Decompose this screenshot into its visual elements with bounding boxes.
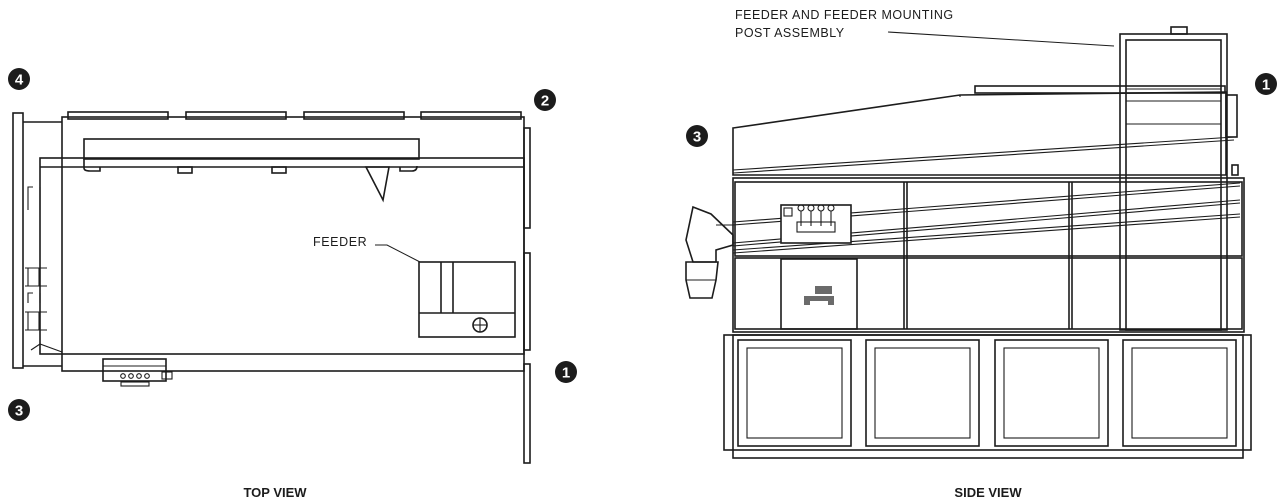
side-panel-terminal bbox=[796, 221, 836, 233]
side-feeder-assembly-label-line1: FEEDER AND FEEDER MOUNTING bbox=[735, 8, 954, 22]
top-screen-foot-right bbox=[399, 165, 418, 172]
marker-2-badge bbox=[534, 89, 556, 111]
top-left-corner-bevel bbox=[30, 343, 63, 353]
side-deck-line-1 bbox=[732, 136, 1235, 171]
side-lower-row bbox=[734, 257, 1243, 330]
side-deck-line-4 bbox=[732, 213, 1241, 251]
side-base-bay-2 bbox=[865, 339, 980, 447]
side-marker-3: 3 bbox=[686, 125, 708, 147]
side-panel-gauges bbox=[796, 204, 836, 233]
top-control-terminal bbox=[120, 381, 150, 387]
side-feeder-assembly-label-line2: POST ASSEMBLY bbox=[735, 26, 845, 40]
side-base-inner bbox=[732, 334, 1244, 459]
side-icon-leg-1 bbox=[804, 301, 810, 305]
side-discharge-hopper bbox=[685, 205, 734, 263]
side-deck-tab bbox=[1231, 164, 1239, 176]
top-inner-frame bbox=[39, 157, 525, 355]
side-access-panel bbox=[780, 258, 858, 330]
top-left-end-plate bbox=[12, 112, 24, 369]
side-base-bay-1 bbox=[737, 339, 852, 447]
top-screen-foot-left bbox=[83, 159, 101, 172]
side-panel-machine-icon bbox=[804, 286, 834, 305]
top-control-box bbox=[102, 358, 167, 382]
side-upper-deck bbox=[732, 91, 1227, 176]
side-feeder-post-cap bbox=[1170, 26, 1188, 35]
top-outer-frame bbox=[61, 116, 525, 372]
side-deck-line-4b bbox=[732, 216, 1241, 254]
side-base-bay-3-inner bbox=[1003, 347, 1100, 439]
top-bracket-1 bbox=[177, 166, 193, 174]
top-slat-4 bbox=[420, 111, 522, 120]
marker-1-badge bbox=[555, 361, 577, 383]
marker-4-badge bbox=[8, 68, 30, 90]
top-feeder-label: FEEDER bbox=[313, 235, 367, 249]
side-base-bay-4-inner bbox=[1131, 347, 1228, 439]
top-marker-1: 1 bbox=[555, 361, 577, 383]
side-base-bay-3 bbox=[994, 339, 1109, 447]
side-main-body bbox=[732, 177, 1245, 333]
side-marker-3-badge bbox=[686, 125, 708, 147]
top-marker-4: 4 bbox=[8, 68, 30, 90]
top-view-caption: TOP VIEW bbox=[243, 485, 307, 500]
top-screen-box bbox=[83, 138, 420, 160]
top-control-knob-4 bbox=[144, 373, 150, 379]
side-icon-bed bbox=[804, 296, 834, 301]
side-top-cap bbox=[974, 85, 1226, 94]
side-marker-1-number: 1 bbox=[1262, 77, 1270, 94]
marker-2-number: 2 bbox=[541, 93, 549, 110]
side-base-bay-2-inner bbox=[874, 347, 971, 439]
top-right-bar-upper bbox=[523, 127, 531, 229]
marker-3-number: 3 bbox=[15, 403, 23, 420]
top-slat-3 bbox=[303, 111, 405, 120]
top-right-bar-lower bbox=[523, 363, 531, 464]
top-left-hinge-2 bbox=[27, 292, 33, 303]
top-left-hinge-1 bbox=[27, 186, 33, 210]
top-control-knob-3 bbox=[136, 373, 142, 379]
side-panel-switch bbox=[783, 207, 793, 217]
top-right-bar-middle bbox=[523, 252, 531, 351]
top-marker-3: 3 bbox=[8, 399, 30, 421]
marker-1-number: 1 bbox=[562, 365, 570, 382]
side-base-bay-4 bbox=[1122, 339, 1237, 447]
top-feeder-box bbox=[418, 261, 516, 338]
top-control-knob-2 bbox=[128, 373, 134, 379]
marker-3-badge bbox=[8, 399, 30, 421]
side-marker-1: 1 bbox=[1255, 73, 1277, 95]
top-view: FEEDER 4 2 1 3 TOP VIEW bbox=[8, 68, 577, 500]
side-icon-leg-2 bbox=[828, 301, 834, 305]
side-marker-1-badge bbox=[1255, 73, 1277, 95]
side-marker-3-number: 3 bbox=[693, 129, 701, 146]
top-slat-1 bbox=[67, 111, 169, 120]
top-control-plug bbox=[161, 371, 173, 380]
side-feeder-post-inner bbox=[1125, 39, 1222, 331]
side-deck-line-1b bbox=[732, 139, 1235, 174]
side-upper-row bbox=[734, 181, 1243, 257]
side-base-bay-1-inner bbox=[746, 347, 843, 439]
marker-4-number: 4 bbox=[15, 72, 24, 89]
side-view: FEEDER AND FEEDER MOUNTING POST ASSEMBLY bbox=[685, 8, 1277, 500]
side-control-panel bbox=[780, 204, 852, 244]
top-marker-2: 2 bbox=[534, 89, 556, 111]
top-bracket-2 bbox=[271, 166, 287, 174]
side-icon-top bbox=[815, 286, 832, 294]
top-feeder-leader-line bbox=[375, 244, 421, 263]
side-feeder-leader-line bbox=[887, 31, 1115, 47]
top-slat-2 bbox=[185, 111, 287, 120]
top-chute bbox=[364, 166, 390, 203]
top-control-knob-1 bbox=[120, 373, 126, 379]
side-view-caption: SIDE VIEW bbox=[954, 485, 1022, 500]
